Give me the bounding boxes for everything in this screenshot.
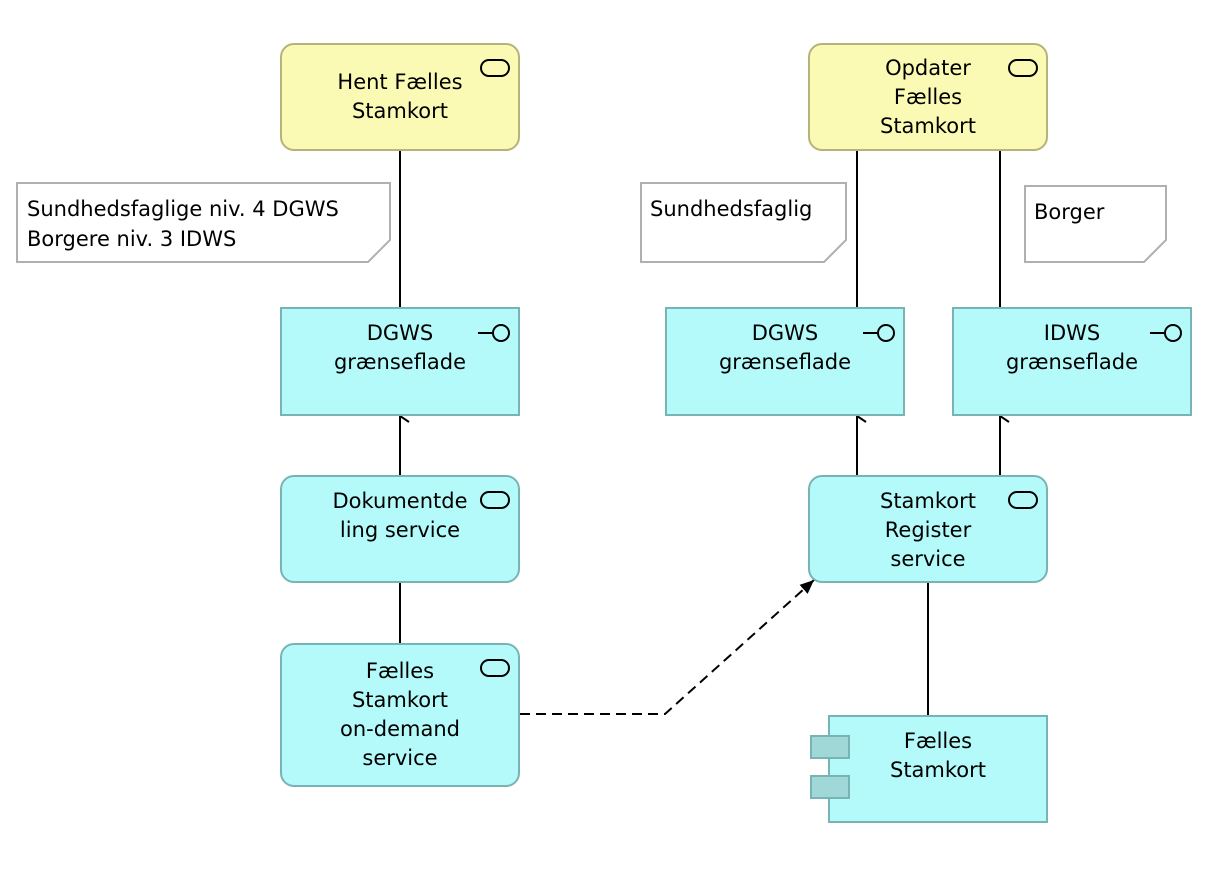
opdater-label: Opdater Fælles Stamkort xyxy=(879,55,977,138)
dgws-interface-right[interactable]: DGWS grænseflade xyxy=(665,307,905,416)
idws-label: IDWS grænseflade xyxy=(1005,321,1139,374)
dokumentdeling-label: Dokumentde ling service xyxy=(332,489,468,542)
dgws-right-label: DGWS grænseflade xyxy=(718,321,852,374)
dokumentdeling-service[interactable]: Dokumentde ling service xyxy=(280,475,520,583)
ondemand-label: Fælles Stamkort on-demand service xyxy=(340,659,460,770)
faelles-stamkort-ondemand-service[interactable]: Fælles Stamkort on-demand service xyxy=(280,643,520,787)
note-borger-shape xyxy=(1024,185,1167,263)
service-icon xyxy=(480,659,510,677)
note-left: Sundhedsfaglige niv. 4 DGWS Borgere niv.… xyxy=(27,197,339,251)
interface-icon xyxy=(478,324,510,342)
dashed-flow-ondemand-to-register xyxy=(520,579,815,715)
service-icon xyxy=(1008,491,1038,509)
component-label: Fælles Stamkort xyxy=(889,729,987,782)
interface-icon xyxy=(1150,324,1182,342)
note-borger: Borger xyxy=(1034,200,1105,224)
hent-label: Hent Fælles Stamkort xyxy=(337,70,463,123)
note-sundhedsfaglig: Sundhedsfaglig xyxy=(650,197,813,221)
hent-faelles-stamkort-service[interactable]: Hent Fælles Stamkort xyxy=(280,43,520,151)
service-icon xyxy=(480,491,510,509)
note-left-shape xyxy=(16,182,391,263)
stamkort-register-label: Stamkort Register service xyxy=(879,489,977,571)
opdater-faelles-stamkort-service[interactable]: Opdater Fælles Stamkort xyxy=(808,43,1048,151)
service-icon xyxy=(480,59,510,77)
faelles-stamkort-component[interactable]: Fælles Stamkort xyxy=(828,715,1048,823)
note-sundhed-shape xyxy=(640,182,847,263)
component-tab-top xyxy=(810,735,850,759)
interface-icon xyxy=(863,324,895,342)
dgws-interface-left[interactable]: DGWS grænseflade xyxy=(280,307,520,416)
stamkort-register-service[interactable]: Stamkort Register service xyxy=(808,475,1048,583)
idws-interface[interactable]: IDWS grænseflade xyxy=(952,307,1192,416)
service-icon xyxy=(1008,59,1038,77)
component-tab-bottom xyxy=(810,775,850,799)
dgws-left-label: DGWS grænseflade xyxy=(333,321,467,374)
